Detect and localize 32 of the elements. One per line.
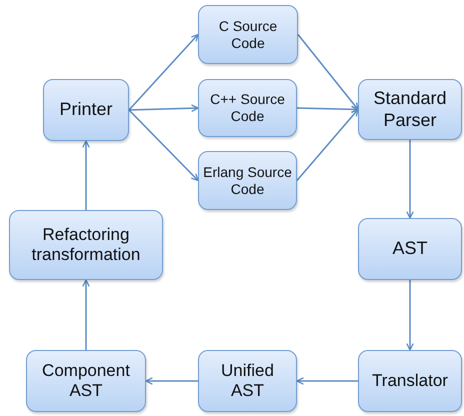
box-label: Component AST	[41, 360, 131, 402]
arrow	[82, 279, 90, 350]
arrow	[128, 109, 199, 182]
arrow	[296, 108, 359, 181]
arrow	[128, 34, 199, 110]
box-label: Unified AST	[220, 360, 275, 402]
process-box	[198, 151, 297, 210]
process-box	[43, 79, 129, 141]
box-label: C Source Code	[218, 18, 278, 52]
arrow	[82, 140, 90, 210]
arrow	[406, 140, 414, 219]
process-box	[9, 210, 163, 280]
box-label: C++ Source Code	[209, 91, 286, 125]
arrow	[128, 104, 199, 112]
box-label: Printer	[59, 99, 112, 121]
box-label: Translator	[372, 370, 448, 392]
box-label: Erlang Source Code	[203, 164, 292, 198]
arrow	[145, 377, 198, 385]
process-box	[358, 79, 462, 140]
arrow	[297, 34, 359, 110]
process-box	[358, 218, 462, 280]
arrow	[406, 280, 414, 351]
process-box	[198, 79, 297, 137]
arrow	[296, 377, 358, 385]
process-box	[198, 350, 297, 412]
process-box	[198, 5, 298, 64]
box-label: Refactoring transformation	[30, 224, 142, 266]
arrow	[296, 106, 359, 114]
process-box	[26, 350, 146, 412]
box-label: AST	[392, 238, 428, 260]
process-box	[358, 350, 462, 412]
box-label: Standard Parser	[372, 88, 448, 132]
